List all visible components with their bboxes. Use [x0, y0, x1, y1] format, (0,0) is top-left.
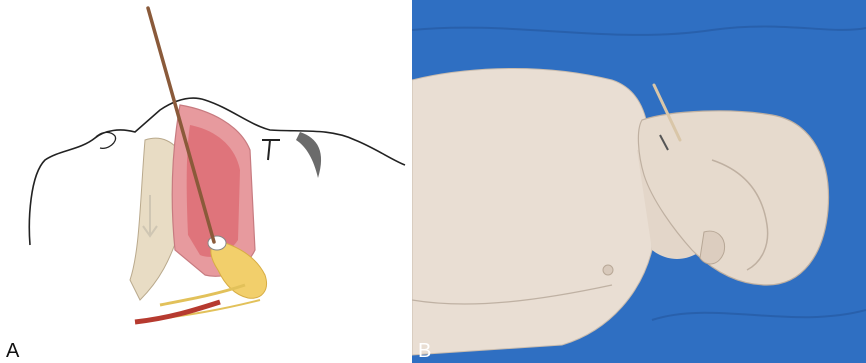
anatomy-drawing	[0, 0, 410, 363]
nerve-line-1	[160, 285, 245, 305]
anatomical-illustration-panel: A	[0, 0, 410, 363]
ganglion-node	[208, 236, 226, 250]
chest-button	[603, 265, 613, 275]
manikin-torso	[412, 68, 652, 355]
panel-label-a: A	[6, 341, 19, 361]
manikin-photo	[412, 0, 866, 363]
manikin-photo-panel: B	[412, 0, 866, 363]
ear	[700, 231, 725, 264]
panel-label-b: B	[418, 341, 431, 361]
eye-icon	[262, 140, 280, 160]
brow-shape	[296, 132, 321, 178]
nose-outline	[95, 132, 116, 148]
